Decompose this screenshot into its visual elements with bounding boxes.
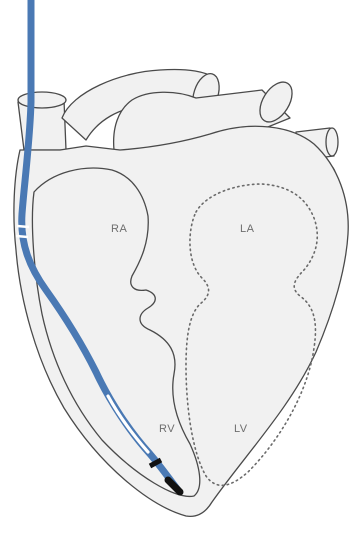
label-rv: RV [159,423,175,435]
lead-band-upper [17,226,29,227]
label-lv: LV [234,423,248,435]
label-ra: RA [111,223,127,235]
svc-opening [18,92,66,108]
pulmonary-vein-upper-opening [326,128,338,156]
lead-band-lower [16,236,28,237]
label-la: LA [240,223,255,235]
